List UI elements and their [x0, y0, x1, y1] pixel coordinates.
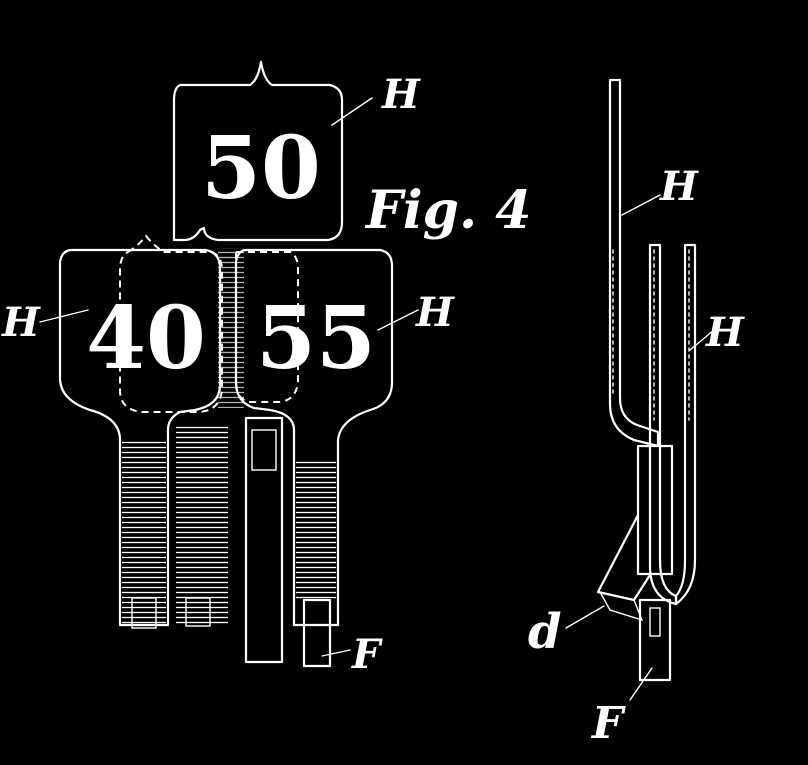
tag-40-slot [131, 597, 157, 629]
label-d: d [528, 604, 562, 660]
center-stem-hatching [176, 425, 228, 625]
tag-stack-illustration: 50 40 55 H H [1, 60, 455, 678]
tag-50: 50 [172, 60, 344, 242]
leader-h-left [39, 309, 89, 323]
fig4-wedge-hatching [598, 590, 644, 622]
label-h-top: H [381, 71, 421, 118]
leader-h-fig4-lower [689, 329, 715, 351]
label-f-right: F [590, 698, 626, 749]
center-overlap-hatching [218, 248, 244, 408]
tag-55-f-slot [302, 598, 332, 668]
leader-h-top [331, 97, 373, 126]
figure-caption: Fig. 4 [364, 180, 531, 241]
center-stem-slot [185, 597, 211, 627]
fig4-holder-wedge [596, 513, 652, 602]
tag-55: 55 [234, 248, 394, 668]
tag-40-number: 40 [86, 288, 206, 389]
front-key-strip [244, 416, 284, 664]
leader-h-fig4-upper [621, 194, 661, 216]
tag-40: 40 [58, 248, 222, 629]
hidden-center-tag-outline [235, 251, 299, 403]
tag-55-number: 55 [256, 288, 376, 389]
leader-h-right [377, 309, 419, 331]
leader-f-right [629, 667, 653, 701]
tag-55-stem-hatching [296, 460, 336, 600]
leader-d [565, 605, 605, 629]
label-h-fig4-upper: H [659, 163, 699, 210]
leader-f-left [321, 649, 351, 657]
tag-50-outline [172, 60, 344, 242]
fig4-tall-strip [608, 78, 660, 448]
fig4-holder-body [636, 444, 674, 576]
tag-40-stem-hatching [122, 440, 166, 625]
tag-55-outline [234, 248, 394, 627]
label-h-fig4-lower: H [705, 309, 745, 356]
label-h-left: H [1, 299, 41, 346]
label-f-left: F [351, 631, 383, 678]
fig4-side-view: Fig. 4 H H d F [364, 78, 745, 749]
hidden-tag-outline [119, 234, 223, 413]
label-h-right: H [415, 289, 455, 336]
front-key-cap [251, 429, 277, 471]
fig4-right-strip [674, 243, 697, 606]
fig4-stem-slot [649, 607, 661, 637]
fig4-bottom-stem [638, 598, 672, 682]
tag-50-number: 50 [201, 118, 321, 219]
